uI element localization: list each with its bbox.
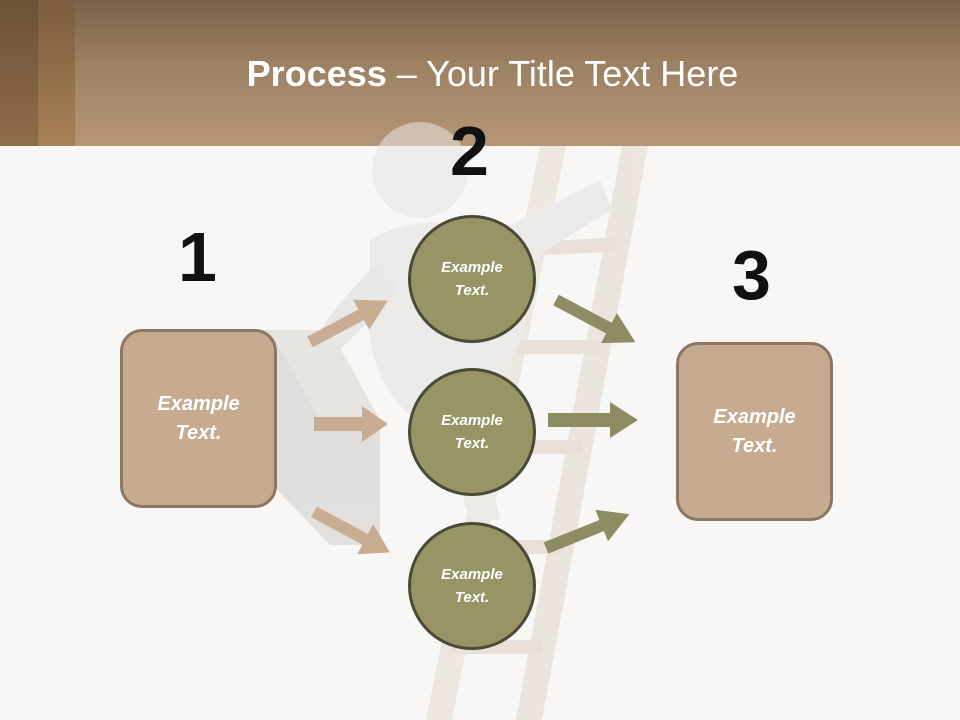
right-box-text-line2: Text. [731,434,778,457]
right-box-text-line1: Example [713,405,796,428]
circle-text-line2: Text. [454,589,490,606]
arrow-to-circle-middle [314,406,388,442]
header-accent-band [38,0,75,146]
step-number-2: 2 [450,112,489,190]
circle-text-line1: Example [441,566,503,583]
arrow-from-circle-middle [548,402,638,438]
arrow-from-circle-top [553,294,636,344]
circle-text-line1: Example [441,412,503,429]
circle-text-line1: Example [441,259,503,276]
circle-text-line2: Text. [454,282,490,299]
left-box-text-line1: Example [157,392,240,415]
arrow-from-circle-bottom [543,509,630,554]
step-number-3: 3 [732,236,771,314]
circle-text-line2: Text. [454,435,490,452]
header-bar [0,0,960,146]
left-box-text-line2: Text. [175,421,222,444]
slide-title: Process – Your Title Text Here [246,53,739,94]
arrow-to-circle-bottom [311,506,390,555]
step-number-1: 1 [178,218,217,296]
arrow-to-circle-top [307,299,388,348]
header-accent-band [0,0,38,146]
